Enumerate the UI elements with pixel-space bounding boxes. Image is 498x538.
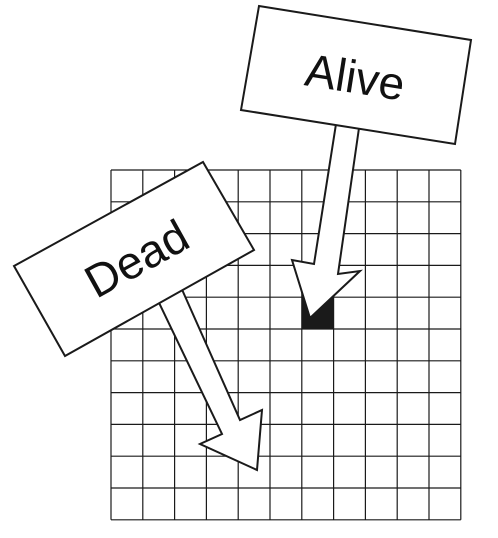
alive-callout: Alive xyxy=(239,4,473,320)
alive-sign-box xyxy=(239,4,473,146)
dead-arrow xyxy=(149,274,264,472)
dead-sign-box xyxy=(12,160,256,358)
dead-callout: Dead xyxy=(12,160,264,472)
alive-arrow xyxy=(290,122,363,320)
